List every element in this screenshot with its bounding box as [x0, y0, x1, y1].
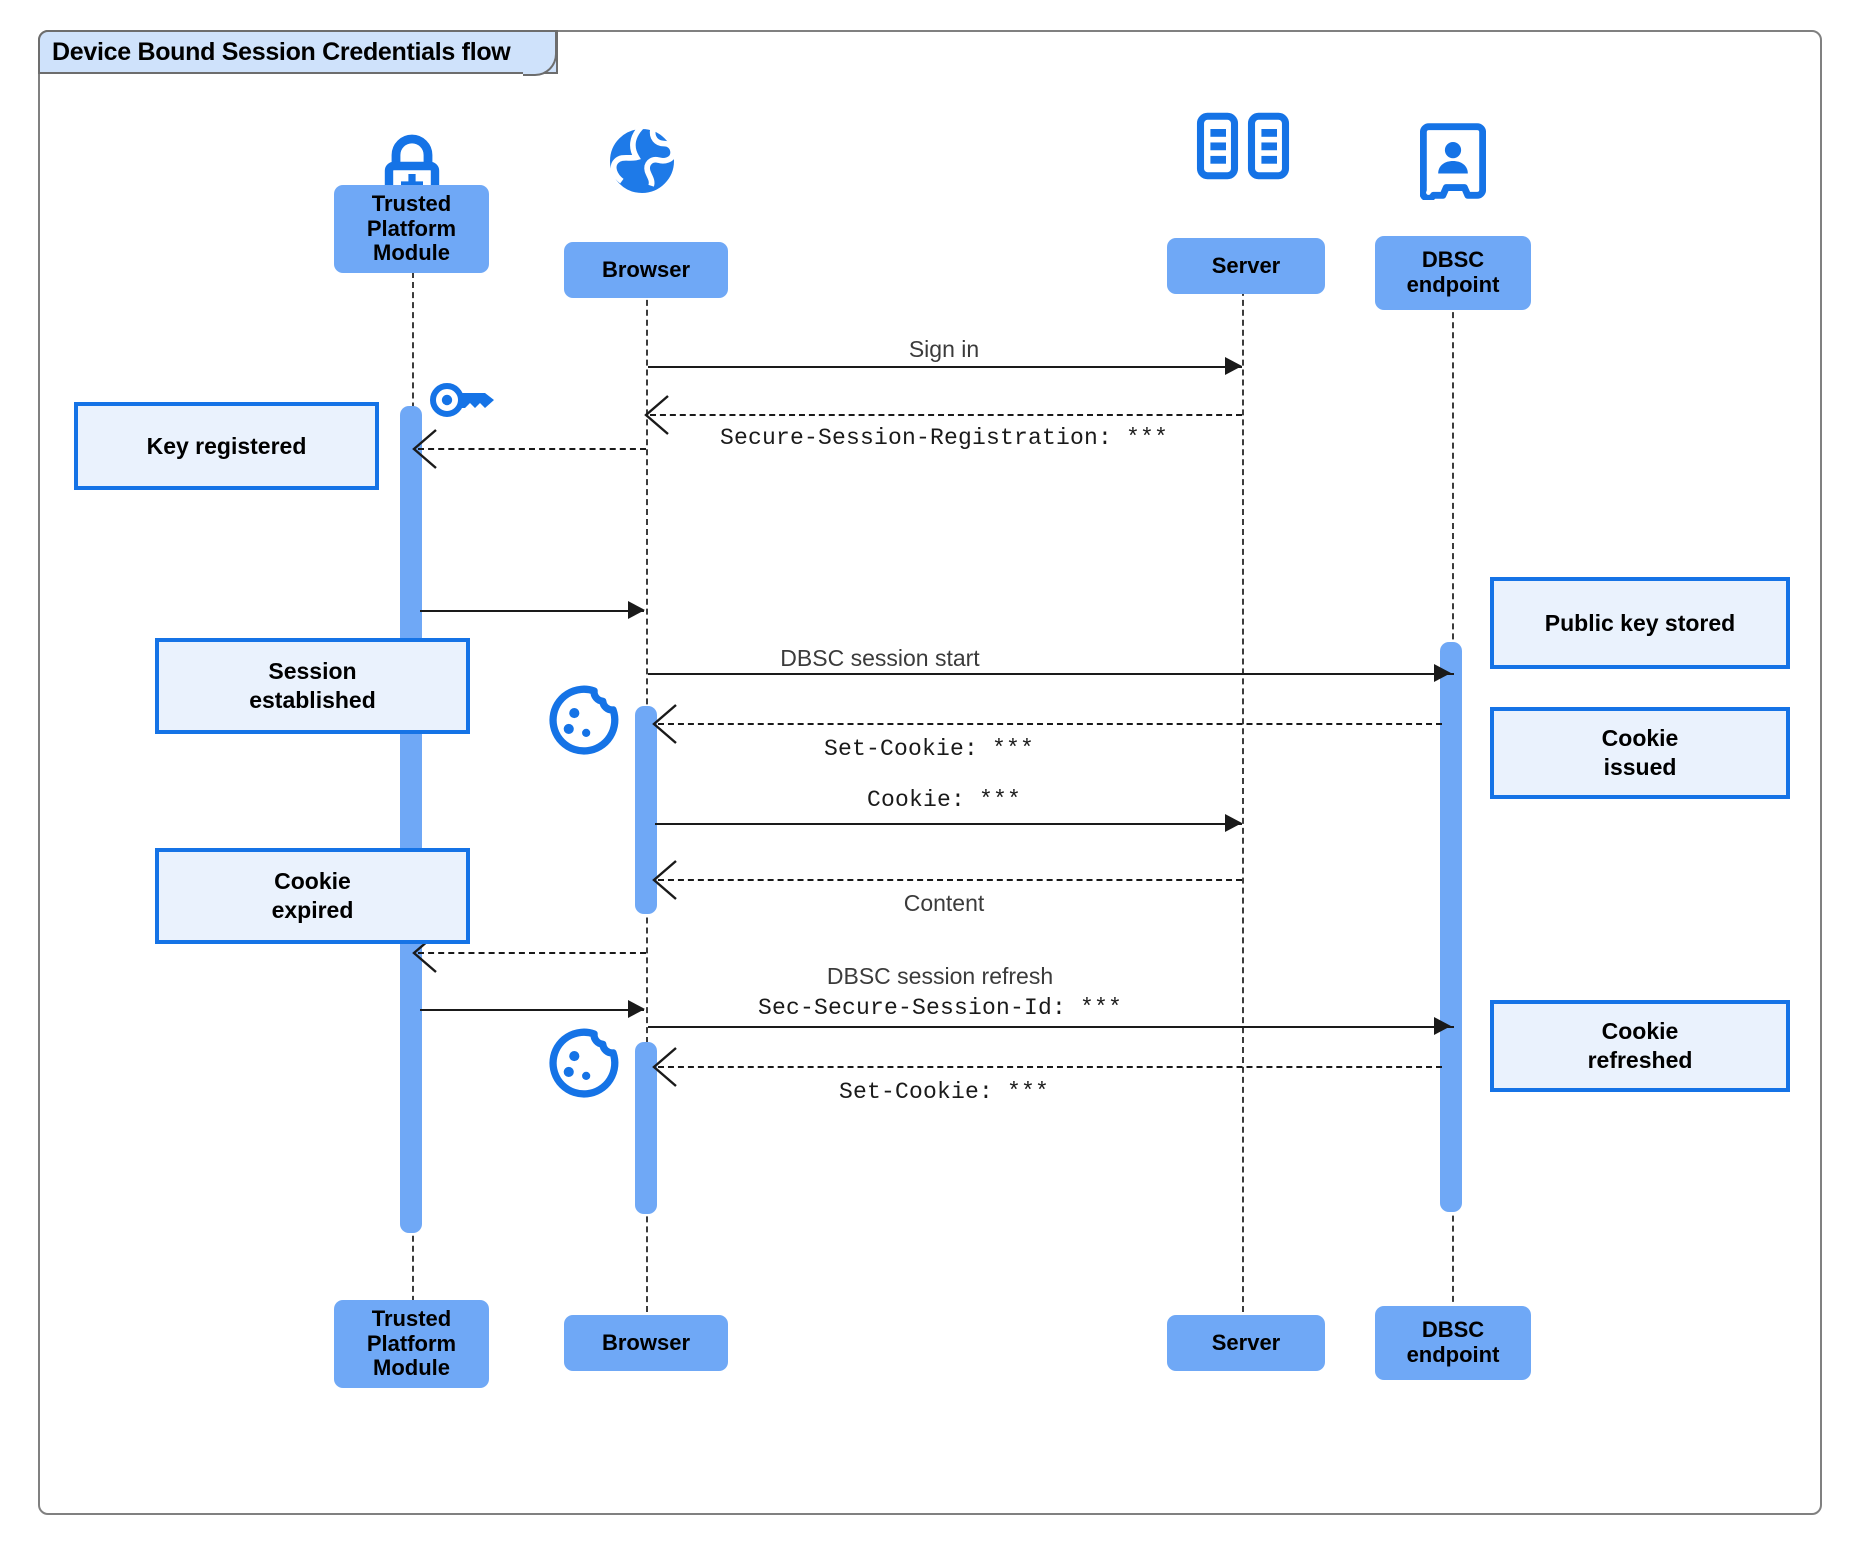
note-text: Key registered [146, 432, 307, 459]
arrowhead-key-request [410, 428, 438, 470]
arrowhead-content [650, 859, 678, 901]
message-line-key-response [420, 610, 644, 612]
arrowhead-secure-session-registration [642, 394, 670, 436]
note-public-key-stored: Public key stored [1490, 577, 1790, 669]
participant-box-dbsc-bottom[interactable]: DBSC endpoint [1375, 1306, 1531, 1380]
note-cookie-expired: Cookie expired [155, 848, 470, 944]
message-line-sec-secure-session-id [648, 1026, 1454, 1028]
activation-bar-dbsc [1440, 642, 1462, 1212]
message-line-sign-in [648, 366, 1242, 368]
message-label-set-cookie-2: Set-Cookie: *** [838, 1079, 1050, 1105]
activation-bar-browser-2 [635, 1042, 657, 1214]
activation-bar-browser-1 [635, 706, 657, 914]
arrowhead-cookie [1225, 814, 1242, 832]
participant-box-browser-bottom[interactable]: Browser [564, 1315, 728, 1371]
diagram-frame-tab: Device Bound Session Credentials flow [38, 30, 559, 76]
participant-label-server: Server [1211, 252, 1281, 278]
participant-box-dbsc-top[interactable]: DBSC endpoint [1375, 236, 1531, 310]
id-badge-icon [1420, 123, 1486, 200]
diagram-title: Device Bound Session Credentials flow [52, 37, 511, 66]
participant-label-tpm-bottom: Trusted Platform Module [366, 1306, 457, 1381]
message-label-content: Content [903, 890, 985, 916]
message-line-set-cookie-2 [658, 1066, 1442, 1068]
note-cookie-issued: Cookie issued [1490, 707, 1790, 799]
message-label-sec-secure-session-id: Sec-Secure-Session-Id: *** [757, 995, 1123, 1021]
cookie-icon-2 [549, 1028, 619, 1098]
message-label-dbsc-session-start: DBSC session start [780, 645, 980, 671]
activation-bar-tpm [400, 406, 422, 1233]
message-line-secure-session-registration [650, 414, 1242, 416]
note-text: Cookie refreshed [1587, 1018, 1693, 1073]
participant-label-browser-bottom: Browser [601, 1329, 691, 1355]
participant-label-dbsc-bottom: DBSC endpoint [1406, 1317, 1500, 1367]
participant-box-tpm-bottom[interactable]: Trusted Platform Module [334, 1300, 489, 1388]
arrowhead-dbsc-session-start [1434, 664, 1451, 682]
participant-box-tpm-top[interactable]: Trusted Platform Module [334, 185, 489, 273]
message-line-dbsc-session-start [648, 673, 1454, 675]
globe-icon [604, 123, 680, 199]
arrowhead-set-cookie-2 [650, 1046, 678, 1088]
participant-label-browser: Browser [601, 256, 691, 282]
message-line-refresh-sign-response [420, 1009, 644, 1011]
message-line-content [658, 879, 1242, 881]
participant-box-server-top[interactable]: Server [1167, 238, 1325, 294]
note-text: Session established [249, 658, 376, 713]
message-label-secure-session-registration: Secure-Session-Registration: *** [719, 425, 1169, 451]
arrowhead-key-response [628, 601, 645, 619]
message-label-cookie: Cookie: *** [866, 787, 1022, 813]
arrowhead-set-cookie-1 [650, 703, 678, 745]
message-label-sign-in: Sign in [908, 336, 980, 362]
message-line-key-request [418, 448, 646, 450]
participant-box-server-bottom[interactable]: Server [1167, 1315, 1325, 1371]
note-session-established: Session established [155, 638, 470, 734]
cookie-icon-1 [549, 685, 619, 755]
participant-label-server-bottom: Server [1211, 1329, 1281, 1355]
key-icon [430, 383, 494, 417]
note-key-registered: Key registered [74, 402, 379, 490]
participant-box-browser-top[interactable]: Browser [564, 242, 728, 298]
message-line-refresh-sign-request [418, 952, 646, 954]
message-label-set-cookie-1: Set-Cookie: *** [823, 736, 1035, 762]
note-text: Public key stored [1544, 609, 1736, 636]
note-text: Cookie issued [1601, 725, 1679, 780]
arrowhead-sec-secure-session-id [1434, 1017, 1451, 1035]
participant-label-tpm: Trusted Platform Module [366, 191, 457, 266]
note-cookie-refreshed: Cookie refreshed [1490, 1000, 1790, 1092]
message-line-set-cookie-1 [658, 723, 1442, 725]
server-rack-icon [1196, 112, 1290, 180]
arrowhead-sign-in [1225, 357, 1242, 375]
participant-label-dbsc: DBSC endpoint [1406, 247, 1500, 297]
arrowhead-refresh-sign-response [628, 1000, 645, 1018]
lifeline-server [1242, 250, 1244, 1322]
message-line-cookie [655, 823, 1242, 825]
note-text: Cookie expired [271, 868, 354, 923]
message-label-dbsc-session-refresh: DBSC session refresh [826, 963, 1054, 989]
